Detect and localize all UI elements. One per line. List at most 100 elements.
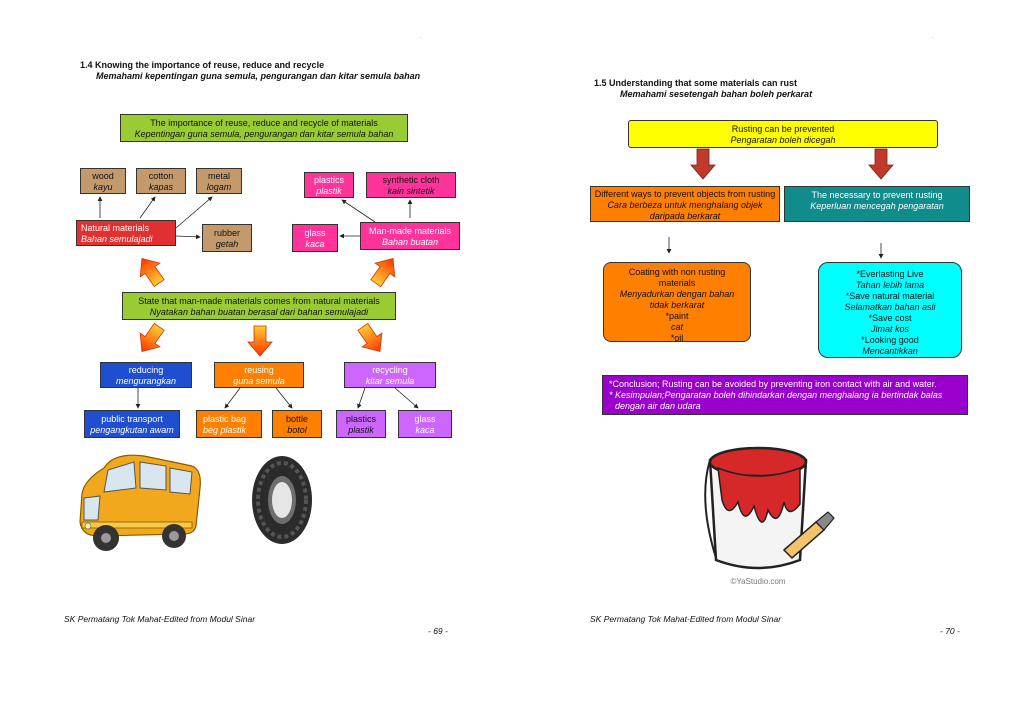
reusing-ms: guna semula [215,376,303,387]
importance-box: The importance of reuse, reduce and recy… [120,114,408,142]
plastic-bag-en: plastic bag [203,411,261,425]
coating-l6: cat [604,322,750,333]
synthetic-en: synthetic cloth [367,173,455,186]
importance-en: The importance of reuse, reduce and recy… [121,115,407,129]
section-heading-1-5: 1.5 Understanding that some materials ca… [594,78,812,100]
benefits-box: *Everlasting Live Tahan lebih lama *Save… [818,262,962,358]
manmade-ms: Bahan buatan [361,237,459,248]
rubber-ms: getah [203,239,251,250]
natural-en: Natural materials [81,221,175,234]
recycling-ms: kitar semula [345,376,435,387]
rust-prevented-ms: Pengaratan boleh dicegah [629,135,937,146]
coating-l5: *paint [604,311,750,322]
metal-ms: logam [197,182,241,193]
conclusion-ms2: dengan air dan udara [609,401,967,412]
benefits-l3: *Save natural material [819,291,961,302]
section-title-right: 1.5 Understanding that some materials ca… [594,78,797,88]
bottle-ms: botol [273,425,321,436]
metal-en: metal [197,169,241,182]
watermark: ©YaStudio.com [730,577,785,586]
footer-right: SK Permatang Tok Mahat-Edited from Modul… [590,614,781,624]
reducing-ms: mengurangkan [101,376,191,387]
brown-arrow-down-left [691,149,715,179]
ways-ms1: Cara berbeza untuk menghalang objek [591,200,779,211]
coating-l1: Coating with non rusting [604,263,750,278]
natural-ms: Bahan semulajadi [81,234,175,245]
section-subtitle-right: Memahami sesetengah bahan boleh perkarat [594,89,812,99]
conclusion-box: *Conclusion; Rusting can be avoided by p… [602,375,968,415]
benefits-l7: *Looking good [819,335,961,346]
brown-arrow-down-right [869,149,893,179]
benefits-l6: Jimat kos [819,324,961,335]
coating-l2: materials [604,278,750,289]
recycling-en: recycling [345,363,435,376]
coating-l3: Menyadurkan dengan bahan [604,289,750,300]
orange-arrow-up-right [366,252,403,290]
glass-bottom-en: glass [399,411,451,425]
state-box: State that man-made materials comes from… [122,292,396,320]
importance-ms: Kepentingan guna semula, pengurangan dan… [121,129,407,140]
reusing-en: reusing [215,363,303,376]
plastics-top-en: plastics [305,173,353,186]
glass-mid-en: glass [293,225,337,239]
plastics-bottom-ms: plastik [337,425,385,436]
plastic-bag-ms: beg plastik [203,425,261,436]
glass-bottom-ms: kaca [399,425,451,436]
section-heading-1-4: 1.4 Knowing the importance of reuse, red… [80,60,420,82]
conclusion-ms1: * Kesimpulan;Pengaratan boleh dihindarka… [609,390,967,401]
orange-arrow-up-left [132,252,169,290]
page-dot-right: . [932,34,934,40]
glass-mid-ms: kaca [293,239,337,250]
paint-bucket-illustration: ©YaStudio.com [688,440,838,588]
coating-l7: *oil [604,333,750,342]
page-dot: . [420,34,422,40]
rust-prevented-en: Rusting can be prevented [629,121,937,135]
benefits-l5: *Save cost [819,313,961,324]
synthetic-ms: kain sintetik [367,186,455,197]
manmade-en: Man-made materials [361,223,459,237]
page-number-left: - 69 - [428,626,448,636]
different-ways-box: Different ways to prevent objects from r… [590,186,780,222]
necessary-en: The necessary to prevent rusting [785,187,969,201]
coating-box: Coating with non rusting materials Menya… [603,262,751,342]
cotton-ms: kapas [137,182,185,193]
orange-arrow-down [248,326,272,356]
footer-left: SK Permatang Tok Mahat-Edited from Modul… [64,614,255,624]
tire-illustration [246,452,318,548]
section-subtitle: Memahami kepentingan guna semula, pengur… [80,71,420,81]
rubber-en: rubber [203,225,251,239]
necessary-ms: Keperluan mencegah pengaratan [785,201,969,212]
wood-en: wood [81,169,125,182]
public-transport-ms: pengangkutan awam [85,425,179,436]
benefits-l4: Selamatkan bahan asli [819,302,961,313]
plastics-bottom-en: plastics [337,411,385,425]
state-en: State that man-made materials comes from… [123,293,395,307]
reducing-en: reducing [101,363,191,376]
state-ms: Nyatakan bahan buatan berasal dari bahan… [123,307,395,318]
benefits-l1: *Everlasting Live [819,263,961,280]
orange-arrow-down-right [353,320,390,358]
cotton-en: cotton [137,169,185,182]
page-number-right: - 70 - [940,626,960,636]
public-transport-en: public transport [85,411,179,425]
conclusion-en: *Conclusion; Rusting can be avoided by p… [609,376,967,390]
bus-illustration [74,448,208,558]
bottle-en: bottle [273,411,321,425]
